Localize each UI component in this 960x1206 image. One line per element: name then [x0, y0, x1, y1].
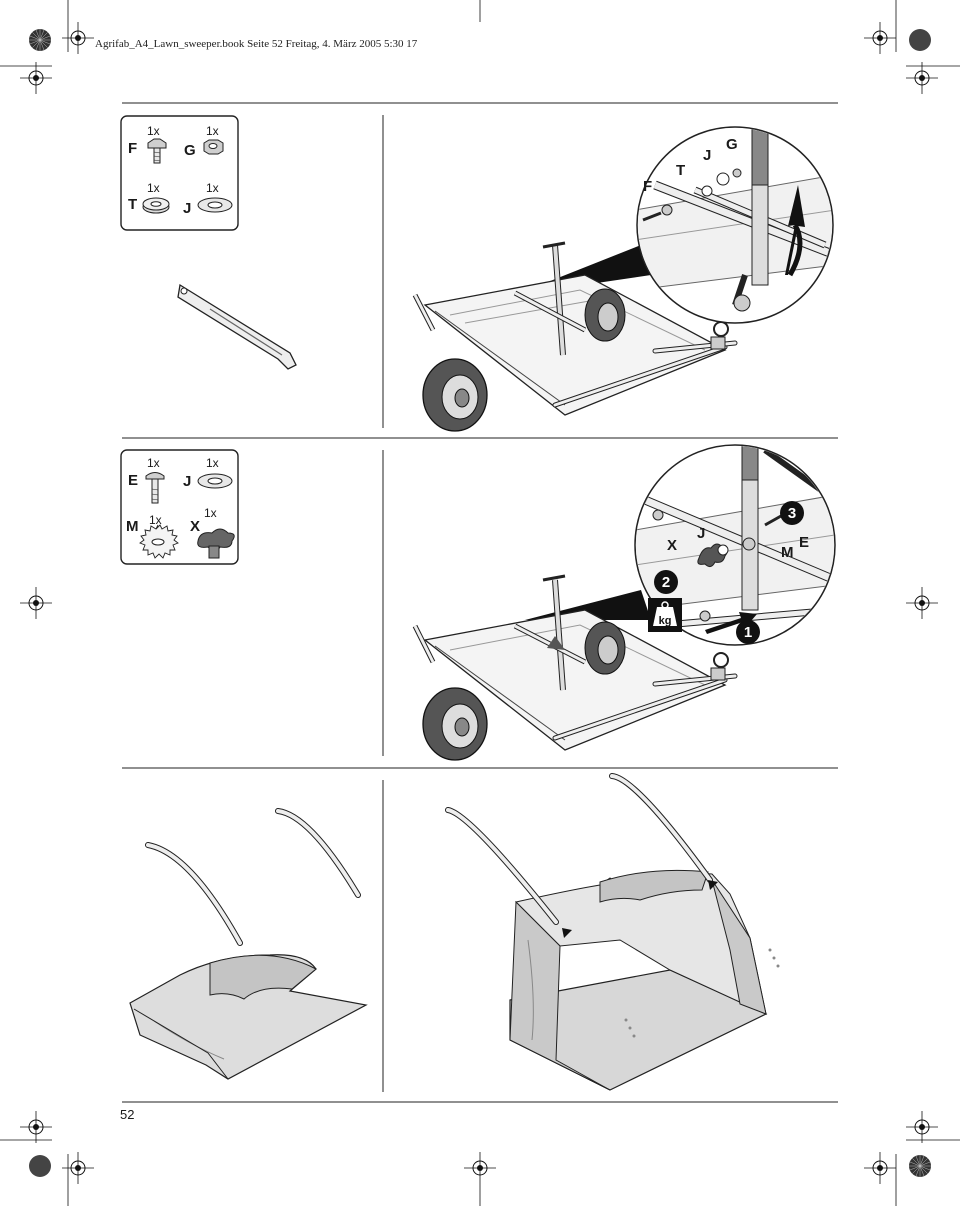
- part-qty-g: 1x: [206, 124, 219, 138]
- callout-m: M: [781, 544, 794, 561]
- wheel: [422, 358, 488, 432]
- registration-dot-bottom-left: [29, 1155, 51, 1177]
- push-arrow-icon: [705, 612, 757, 634]
- wheel: [422, 687, 488, 761]
- callout-e: E: [799, 534, 809, 551]
- brace-bar-illustration: [177, 283, 297, 370]
- callout-f: F: [643, 178, 652, 195]
- star-washer-icon: [139, 524, 179, 559]
- part-qty-j2: 1x: [206, 456, 219, 470]
- part-qty-j: 1x: [206, 181, 219, 195]
- page-number: 52: [120, 1107, 135, 1122]
- bolt-icon: [147, 138, 167, 164]
- carriage-bolt-icon: [145, 472, 165, 504]
- callout-t: T: [676, 162, 685, 179]
- detail-zoom-circle: F T J G: [636, 126, 834, 324]
- washer-icon: [197, 197, 233, 213]
- book-header: Agrifab_A4_Lawn_sweeper.book Seite 52 Fr…: [95, 38, 418, 50]
- step-badge-1: 1: [736, 620, 760, 644]
- thick-washer-icon: [142, 197, 170, 214]
- bag-rod: [145, 842, 243, 946]
- hitch-pin: [710, 321, 729, 350]
- insert-arrow-icon: [708, 880, 718, 890]
- bag-rod: [609, 773, 713, 883]
- step2-parts-box: E 1x J 1x M 1x X 1x: [120, 449, 239, 565]
- step-badge-3: 3: [780, 501, 804, 525]
- nut-icon: [203, 139, 224, 155]
- step-badge-2: 2: [654, 570, 678, 594]
- svg-text:kg: kg: [659, 615, 672, 627]
- wheel: [584, 621, 626, 675]
- hitch-pin: [710, 652, 729, 681]
- detail-zoom-circle: 1 2 3 kg J X M E: [634, 444, 836, 646]
- part-letter-e: E: [128, 472, 138, 489]
- step2-assembly-illustration: 1 2 3 kg J X M E: [412, 444, 836, 761]
- part-qty-e: 1x: [147, 456, 160, 470]
- part-qty-x: 1x: [204, 506, 217, 520]
- part-letter-t: T: [128, 196, 137, 213]
- weight-icon: kg: [648, 598, 682, 632]
- washer-icon: [197, 473, 233, 489]
- knob-icon: [197, 528, 235, 559]
- svg-text:1: 1: [744, 624, 752, 641]
- callout-j: J: [697, 525, 705, 542]
- insert-arrow-icon: [562, 928, 572, 938]
- part-letter-j2: J: [183, 473, 191, 490]
- part-letter-g: G: [184, 142, 196, 159]
- part-letter-m: M: [126, 518, 139, 535]
- svg-text:2: 2: [662, 574, 670, 591]
- hopper-bag-parts-illustration: [129, 808, 368, 1080]
- part-qty-m: 1x: [149, 513, 162, 527]
- part-qty-f: 1x: [147, 124, 160, 138]
- step1-parts-box: F 1x G 1x T 1x J 1x: [120, 115, 239, 231]
- part-letter-f: F: [128, 140, 137, 157]
- registration-dot-top-right: [909, 29, 931, 51]
- part-letter-x: X: [190, 518, 200, 535]
- hopper-bag-assembled-illustration: [445, 773, 780, 1091]
- callout-g: G: [726, 136, 738, 153]
- step1-assembly-illustration: F T J G: [412, 126, 834, 432]
- svg-text:3: 3: [788, 505, 796, 522]
- part-letter-j: J: [183, 200, 191, 217]
- callout-j: J: [703, 147, 711, 164]
- bag-rod: [275, 808, 361, 898]
- part-qty-t: 1x: [147, 181, 160, 195]
- callout-x: X: [667, 537, 677, 554]
- bag-rod: [445, 807, 559, 925]
- wheel: [584, 288, 626, 342]
